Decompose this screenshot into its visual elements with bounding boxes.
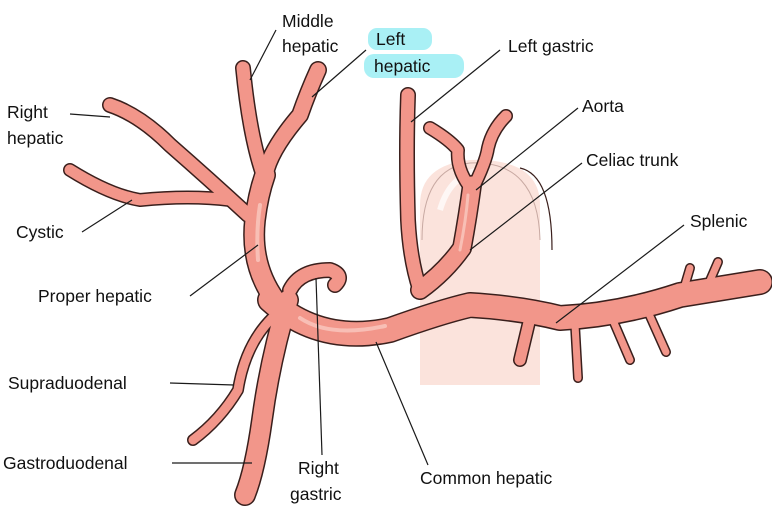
label-left-gastric: Left gastric — [508, 36, 594, 56]
leader-celiac-trunk — [469, 162, 583, 251]
label-right-gastric-line2: gastric — [290, 484, 342, 504]
label-left-hepatic-line1: Left — [376, 29, 405, 49]
label-right-hepatic-line1: Right — [7, 102, 48, 122]
leader-proper-hepatic — [189, 244, 259, 297]
leader-common-hepatic — [375, 341, 429, 466]
label-common-hepatic: Common hepatic — [420, 468, 553, 488]
label-splenic: Splenic — [690, 211, 748, 231]
label-middle-hepatic-line1: Middle — [282, 11, 334, 31]
label-left-hepatic-line2: hepatic — [374, 56, 431, 76]
leader-right-gastric — [315, 277, 323, 456]
label-middle-hepatic-line2: hepatic — [282, 36, 339, 56]
label-aorta: Aorta — [582, 96, 624, 116]
label-proper-hepatic: Proper hepatic — [38, 286, 152, 306]
leader-aorta — [475, 107, 579, 191]
leader-cystic — [81, 199, 133, 233]
label-right-gastric-line1: Right — [298, 458, 339, 478]
leader-middle-hepatic — [249, 29, 277, 81]
leader-supraduodenal — [169, 382, 235, 386]
vessel-network — [63, 60, 772, 506]
label-right-hepatic-line2: hepatic — [7, 128, 64, 148]
label-gastroduodenal: Gastroduodenal — [3, 453, 128, 473]
leader-left-gastric — [410, 49, 501, 123]
label-supraduodenal: Supraduodenal — [8, 373, 127, 393]
labels: Middle hepatic Left hepatic Left gastric… — [3, 11, 748, 504]
label-cystic: Cystic — [16, 222, 64, 242]
leader-right-hepatic — [69, 113, 111, 118]
label-celiac-trunk: Celiac trunk — [586, 150, 679, 170]
leader-splenic — [555, 224, 685, 324]
leader-left-hepatic — [311, 49, 367, 98]
leader-lines — [69, 29, 685, 466]
left-hepatic-highlight — [364, 28, 464, 78]
